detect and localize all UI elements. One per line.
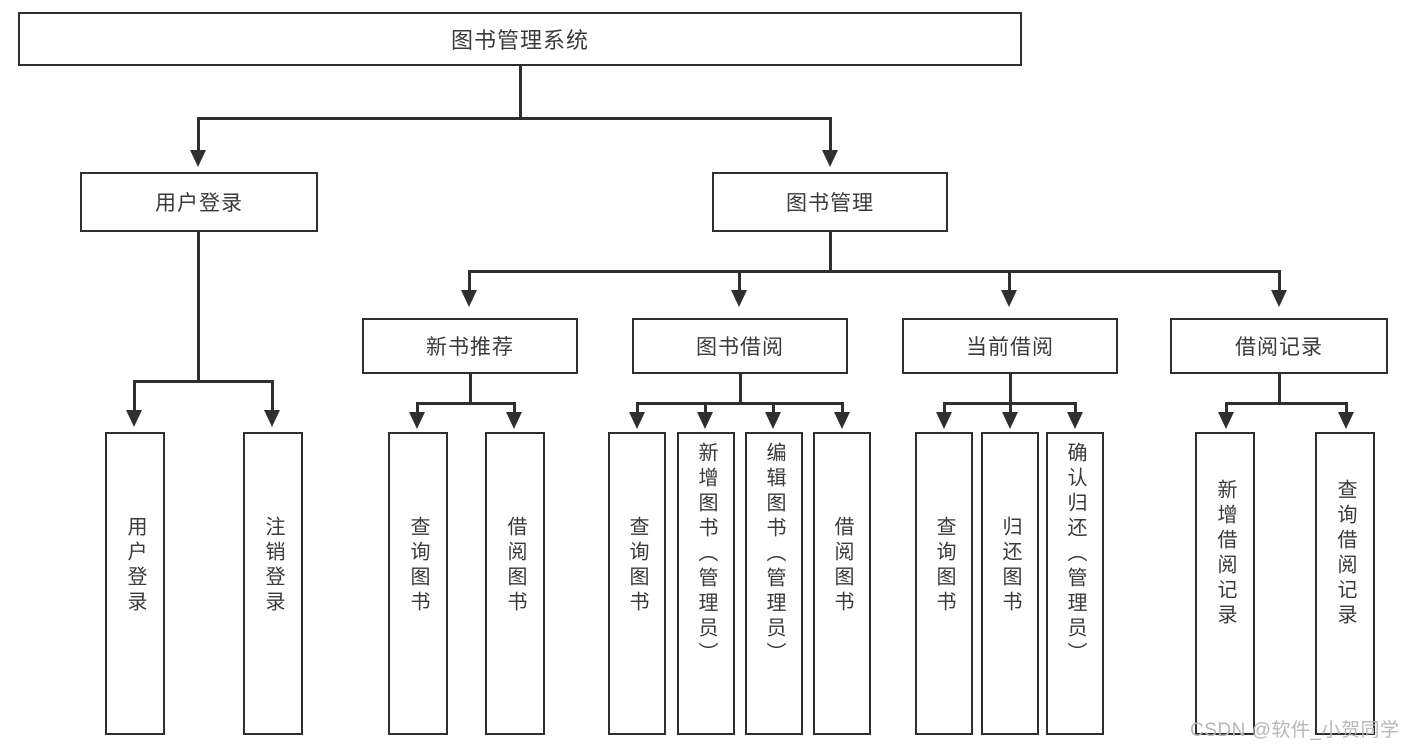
connector-to-current-borrow xyxy=(1008,270,1011,292)
leaf-label: 注销登录 xyxy=(262,516,284,616)
connector-user-login-leaf1 xyxy=(133,380,136,412)
arrowhead-cb-leaf3 xyxy=(1067,412,1083,429)
connector-cb-leaf3 xyxy=(1074,402,1077,416)
connector-bb-leaf2 xyxy=(704,402,707,416)
leaf-label: 归还图书 xyxy=(999,516,1021,616)
arrowhead-bb-leaf4 xyxy=(834,412,850,429)
connector-to-borrow-records xyxy=(1278,270,1281,292)
leaf-label: 借阅图书 xyxy=(831,516,853,616)
connector-to-new-book-recommend xyxy=(468,270,471,292)
leaf-current-borrow-return-book[interactable]: 归还图书 xyxy=(981,432,1039,735)
connector-book-borrow-bus xyxy=(636,402,843,405)
leaf-book-borrow-edit-book-admin[interactable]: 编辑图书（管理员） xyxy=(745,432,803,735)
connector-to-book-borrow xyxy=(738,270,741,292)
connector-br-leaf2 xyxy=(1345,402,1348,416)
arrowhead-cb-leaf1 xyxy=(936,412,952,429)
arrowhead-user-login-leaf2 xyxy=(264,410,280,427)
connector-level3-bus xyxy=(468,270,1280,273)
leaf-label: 确认归还（管理员） xyxy=(1064,442,1086,667)
node-label: 新书推荐 xyxy=(426,336,514,359)
node-user-login[interactable]: 用户登录 xyxy=(80,172,318,232)
connector-borrow-records-bus xyxy=(1225,402,1347,405)
arrowhead-book-borrow xyxy=(731,290,747,307)
node-label: 图书管理系统 xyxy=(450,28,589,53)
leaf-label: 借阅图书 xyxy=(504,516,526,616)
arrowhead-br-leaf2 xyxy=(1338,412,1354,429)
leaf-label: 查询图书 xyxy=(407,516,429,616)
node-label: 借阅记录 xyxy=(1235,336,1323,359)
leaf-borrow-records-add-record[interactable]: 新增借阅记录 xyxy=(1195,432,1255,735)
arrowhead-new-book-recommend xyxy=(461,290,477,307)
node-book-management[interactable]: 图书管理 xyxy=(712,172,948,232)
arrowhead-user-login-leaf1 xyxy=(126,410,142,427)
node-label: 用户登录 xyxy=(155,192,243,215)
csdn-watermark: CSDN @软件_小贺同学 xyxy=(1190,720,1400,741)
connector-bb-leaf1 xyxy=(636,402,639,416)
connector-user-login-leaf2 xyxy=(271,380,274,412)
connector-cb-leaf1 xyxy=(943,402,946,416)
leaf-label: 查询图书 xyxy=(626,516,648,616)
node-label: 图书管理 xyxy=(786,192,874,215)
connector-br-leaf1 xyxy=(1225,402,1228,416)
connector-nbr-leaf1 xyxy=(416,402,419,416)
connector-bb-leaf4 xyxy=(841,402,844,416)
connector-user-login-bus xyxy=(133,380,274,383)
leaf-label: 新增借阅记录 xyxy=(1214,479,1236,629)
leaf-current-borrow-confirm-return-admin[interactable]: 确认归还（管理员） xyxy=(1046,432,1104,735)
node-current-borrow[interactable]: 当前借阅 xyxy=(902,318,1118,374)
arrowhead-bb-leaf1 xyxy=(629,412,645,429)
connector-book-borrow-stem xyxy=(739,374,742,404)
arrowhead-bb-leaf2 xyxy=(697,412,713,429)
connector-cb-leaf2 xyxy=(1009,402,1012,416)
node-label: 图书借阅 xyxy=(696,336,784,359)
connector-root-to-user-login xyxy=(197,117,200,152)
arrowhead-nbr-leaf1 xyxy=(409,412,425,429)
leaf-book-borrow-add-book-admin[interactable]: 新增图书（管理员） xyxy=(677,432,735,735)
leaf-label: 查询借阅记录 xyxy=(1334,479,1356,629)
leaf-book-borrow-query-book[interactable]: 查询图书 xyxy=(608,432,666,735)
connector-user-login-stem xyxy=(197,232,200,382)
connector-new-book-recommend-stem xyxy=(469,374,472,404)
leaf-user-login-login[interactable]: 用户登录 xyxy=(105,432,165,735)
node-new-book-recommend[interactable]: 新书推荐 xyxy=(362,318,578,374)
leaf-book-borrow-borrow-book[interactable]: 借阅图书 xyxy=(813,432,871,735)
arrowhead-cb-leaf2 xyxy=(1002,412,1018,429)
connector-bb-leaf3 xyxy=(772,402,775,416)
node-label: 当前借阅 xyxy=(966,336,1054,359)
connector-root-to-book-management xyxy=(829,117,832,152)
leaf-new-book-query-book[interactable]: 查询图书 xyxy=(388,432,448,735)
leaf-borrow-records-query-record[interactable]: 查询借阅记录 xyxy=(1315,432,1375,735)
arrowhead-nbr-leaf2 xyxy=(506,412,522,429)
connector-nbr-leaf2 xyxy=(513,402,516,416)
connector-root-bus xyxy=(197,117,832,120)
leaf-label: 编辑图书（管理员） xyxy=(763,442,785,667)
arrowhead-bb-leaf3 xyxy=(765,412,781,429)
leaf-current-borrow-query-book[interactable]: 查询图书 xyxy=(915,432,973,735)
arrowhead-book-management xyxy=(822,150,838,167)
connector-new-book-recommend-bus xyxy=(416,402,515,405)
node-borrow-records[interactable]: 借阅记录 xyxy=(1170,318,1388,374)
leaf-label: 用户登录 xyxy=(124,516,146,616)
node-root-book-management-system[interactable]: 图书管理系统 xyxy=(18,12,1022,66)
leaf-label: 查询图书 xyxy=(933,516,955,616)
node-book-borrow[interactable]: 图书借阅 xyxy=(632,318,848,374)
arrowhead-br-leaf1 xyxy=(1218,412,1234,429)
leaf-new-book-borrow-book[interactable]: 借阅图书 xyxy=(485,432,545,735)
leaf-label: 新增图书（管理员） xyxy=(695,442,717,667)
connector-root-stem xyxy=(519,66,522,118)
leaf-user-login-logout[interactable]: 注销登录 xyxy=(243,432,303,735)
connector-book-management-stem xyxy=(829,232,832,272)
connector-current-borrow-stem xyxy=(1009,374,1012,404)
arrowhead-user-login xyxy=(190,150,206,167)
connector-borrow-records-stem xyxy=(1278,374,1281,404)
arrowhead-borrow-records xyxy=(1271,290,1287,307)
arrowhead-current-borrow xyxy=(1001,290,1017,307)
